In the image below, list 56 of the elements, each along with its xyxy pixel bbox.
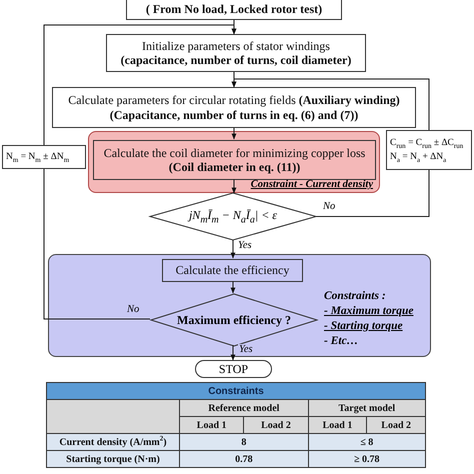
table-cell: 8	[180, 434, 308, 450]
table-cell: Load 1	[180, 416, 244, 434]
node-text: (Capacitance, number of turns in eq. (6) and (7))	[110, 108, 358, 122]
table-cell: Load 1	[308, 416, 367, 434]
arrow	[230, 280, 236, 294]
table-cell: ≤ 8	[308, 434, 426, 450]
table-cell: Target model	[308, 400, 426, 416]
node-text: Initialize parameters of stator windings	[142, 38, 330, 53]
node-text: C$_{run}$ = C$_{run}$ ± ΔC$_{run}$	[390, 136, 464, 150]
constraint-text: - Etc…	[324, 334, 360, 349]
node-text: jN$_{m}$Ī$_{m}$ − N$_{a}$Ī$_{a}$| < ε	[188, 208, 278, 226]
edge-label: No	[322, 201, 336, 212]
arrow	[230, 240, 236, 259]
arrow	[44, 24, 236, 146]
edge-label: Yes	[237, 240, 253, 251]
table-cell: Load 2	[244, 416, 308, 434]
arrow	[232, 128, 236, 140]
formula-box	[2, 145, 86, 169]
constraint-text: - Starting torque	[324, 318, 404, 334]
node-text: Calculate the coil diameter for minimizing copper loss	[104, 146, 366, 160]
constraint-text: Constraints :	[324, 289, 387, 304]
table-cell: Load 2	[366, 416, 426, 434]
edge-label: Yes	[238, 344, 254, 355]
arrow	[232, 78, 430, 130]
formula-box	[386, 130, 472, 170]
constraint-panel	[88, 131, 380, 193]
connector-line	[44, 168, 150, 320]
constraint-note: Constraint - Current density	[250, 179, 373, 190]
table-cell: Current density (A/mm$^{2}$)	[46, 434, 180, 450]
table-cell: Reference model	[180, 400, 308, 416]
arrow	[232, 178, 236, 194]
table-cell: Starting torque (N·m)	[46, 450, 180, 468]
node-text: N$_{a}$ = N$_{a}$ + ΔN$_{a}$	[390, 151, 446, 164]
process-box	[162, 259, 303, 282]
node-text: Maximum efficiency ?	[177, 312, 291, 328]
node-text: STOP	[218, 362, 248, 376]
node-text: Calculate the efficiency	[176, 263, 290, 278]
process-box	[93, 140, 376, 180]
arrow	[230, 344, 236, 361]
node-text: Calculate parameters for circular rotating fields (Auxiliary winding)	[68, 93, 400, 108]
table-cell: Constraints	[46, 382, 426, 400]
node-text: N$_{m}$ = N$_{m}$ ± ΔN$_{m}$	[6, 150, 70, 164]
constraint-text: - Maximum torque	[324, 304, 414, 319]
edge-label: No	[126, 304, 140, 315]
node-text: (capacitance, number of turns, coil diameter)	[120, 53, 352, 68]
node-text: ( From No load, Locked rotor test)	[146, 2, 322, 16]
table-cell: 0.78	[180, 450, 308, 468]
constraint-panel	[48, 254, 431, 357]
table-cell: ≥ 0.78	[308, 450, 426, 468]
process-box	[52, 87, 416, 128]
node-text: (Coil diameter in eq. (11))	[168, 160, 300, 174]
process-box	[106, 34, 366, 72]
decision-diamond	[151, 294, 317, 346]
process-box	[126, 0, 342, 20]
terminal-box	[195, 360, 272, 378]
connector-line	[316, 170, 430, 217]
